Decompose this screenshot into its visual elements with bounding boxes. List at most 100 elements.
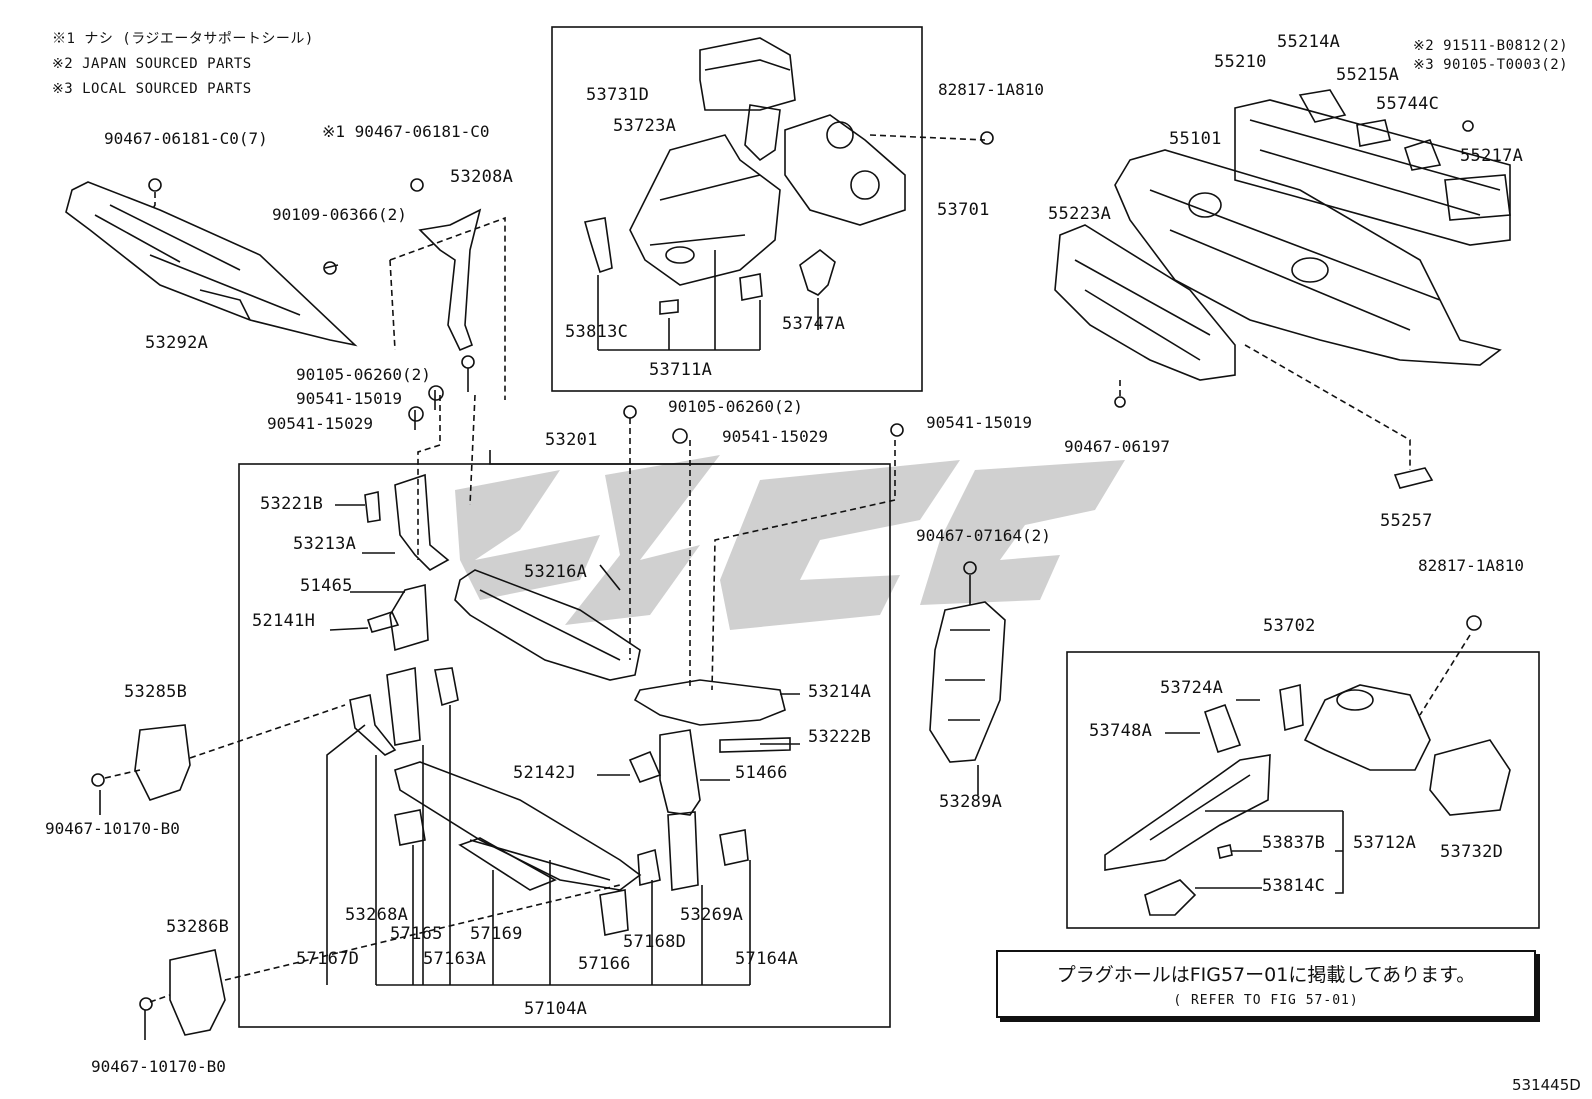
label-53813C: 53813C (565, 322, 629, 342)
part-53748A (1203, 703, 1242, 754)
label-82817-1A810-right: 82817-1A810 (1418, 556, 1524, 575)
label-53268A: 53268A (345, 905, 409, 925)
label-51466: 51466 (735, 763, 788, 783)
note-2: ※2 JAPAN SOURCED PARTS (52, 56, 252, 72)
part-53814C (1144, 879, 1197, 916)
label-57163A: 57163A (423, 949, 487, 969)
note-local-sourced-fastener: ※3 90105-T0003(2) (1413, 57, 1569, 73)
part-52141H (366, 611, 400, 633)
label-90467-06197: 90467-06197 (1064, 437, 1170, 456)
label-53712A: 53712A (1353, 833, 1417, 853)
part-55744C (1403, 139, 1442, 171)
part-bracket-53711A (739, 273, 763, 301)
reference-note-english: ( REFER TO FIG 57-01) (1173, 993, 1359, 1008)
part-53216A (454, 569, 641, 681)
part-57168D (599, 889, 629, 936)
part-53712A (1104, 754, 1271, 871)
label-57169: 57169 (470, 924, 523, 944)
label-90467-06181-C0-7: 90467-06181-C0(7) (104, 129, 268, 148)
label-53289A: 53289A (939, 792, 1003, 812)
label-53286B: 53286B (166, 917, 230, 937)
label-53837B: 53837B (1262, 833, 1326, 853)
watermark-logo (455, 455, 1125, 630)
label-90541-15019-left: 90541-15019 (296, 389, 402, 408)
label-90109-06366-2: 90109-06366(2) (272, 205, 407, 224)
part-53269A (719, 829, 749, 866)
label-90105-06260-2-center: 90105-06260(2) (668, 397, 803, 416)
part-53723A (744, 104, 781, 162)
part-53214A (633, 679, 786, 726)
part-53292A (65, 181, 358, 347)
label-53222B: 53222B (808, 727, 872, 747)
part-57163A (434, 667, 459, 707)
part-51465 (389, 583, 429, 652)
part-57167D (349, 694, 397, 756)
label-52141H: 52141H (252, 611, 316, 631)
part-53724A (1279, 683, 1304, 732)
part-53747A (799, 248, 836, 296)
part-53702-tower (1303, 684, 1431, 771)
label-90467-10170-B0-upper: 90467-10170-B0 (45, 819, 180, 838)
group-box-53702 (1066, 651, 1540, 929)
label-82817-1A810-top: 82817-1A810 (938, 80, 1044, 99)
part-53289A (929, 601, 1006, 763)
part-51466 (659, 729, 701, 816)
label-53814C: 53814C (1262, 876, 1326, 896)
part-55214A (1298, 89, 1347, 123)
note-3: ※3 LOCAL SOURCED PARTS (52, 81, 252, 97)
part-55217A (1444, 174, 1511, 221)
label-53292A: 53292A (145, 333, 209, 353)
part-57164A (637, 848, 661, 887)
part-53813C (583, 217, 613, 274)
label-53214A: 53214A (808, 682, 872, 702)
label-90541-15029-center: 90541-15029 (722, 427, 828, 446)
note-1: ※1 ナシ (ラジエータサポートシール) (52, 31, 314, 47)
part-53837B (1217, 844, 1233, 859)
part-55257 (1393, 467, 1434, 489)
part-53732D (1429, 739, 1511, 816)
label-55101: 55101 (1169, 129, 1222, 149)
label-57167D: 57167D (296, 949, 360, 969)
label-55744C: 55744C (1376, 94, 1440, 114)
part-55101 (1114, 149, 1502, 366)
label-53748A: 53748A (1089, 721, 1153, 741)
part-53213A (394, 473, 450, 571)
label-90467-10170-B0-lower: 90467-10170-B0 (91, 1057, 226, 1076)
label-55210: 55210 (1214, 52, 1267, 72)
part-53701 (784, 114, 906, 226)
label-53702: 53702 (1263, 616, 1316, 636)
label-57166: 57166 (578, 954, 631, 974)
part-53285B (134, 724, 191, 801)
label-53269A: 53269A (680, 905, 744, 925)
label-55223A: 55223A (1048, 204, 1112, 224)
label-57165: 57165 (390, 924, 443, 944)
label-55257: 55257 (1380, 511, 1433, 531)
label-90467-07164-2: 90467-07164(2) (916, 526, 1051, 545)
label-55214A: 55214A (1277, 32, 1341, 52)
label-53221B: 53221B (260, 494, 324, 514)
label-53201: 53201 (545, 430, 598, 450)
part-57166 (394, 809, 426, 846)
label-57168D: 57168D (623, 932, 687, 952)
label-52142J: 52142J (513, 763, 577, 783)
part-52142J (628, 750, 662, 783)
label-57164A: 57164A (735, 949, 799, 969)
part-53222B (719, 737, 791, 753)
part-53731D (699, 37, 796, 111)
label-53731D: 53731D (586, 85, 650, 105)
label-55217A: 55217A (1460, 146, 1524, 166)
label-53724A: 53724A (1160, 678, 1224, 698)
part-53208A (418, 208, 482, 352)
part-clip-53711A (659, 299, 679, 315)
part-57104A (394, 761, 642, 891)
label-53216A: 53216A (524, 562, 588, 582)
label-90541-15029-left: 90541-15029 (267, 414, 373, 433)
label-53701: 53701 (937, 200, 990, 220)
label-53208A: 53208A (450, 167, 514, 187)
label-53732D: 53732D (1440, 842, 1504, 862)
label-90541-15019-right: 90541-15019 (926, 413, 1032, 432)
group-box-53711A (551, 26, 923, 392)
label-90105-06260-2-left: 90105-06260(2) (296, 365, 431, 384)
label-53213A: 53213A (293, 534, 357, 554)
